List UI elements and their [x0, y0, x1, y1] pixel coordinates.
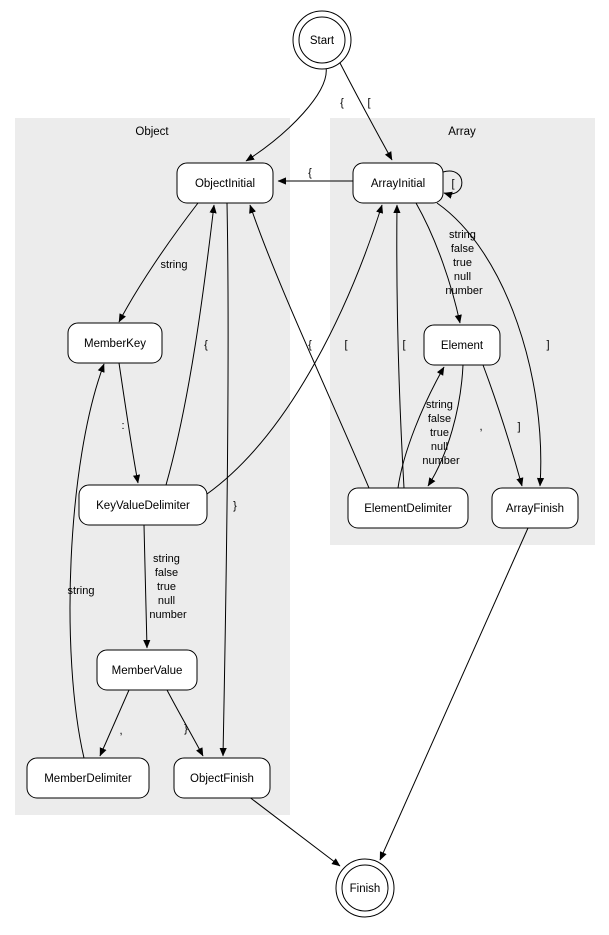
edge-element-to-arrayfinish: [482, 364, 524, 487]
edge-objectfinish-to-finish: [247, 795, 341, 867]
edge-label-arrayinitial-to-arrayfinish: ]: [546, 339, 549, 351]
cluster-object: [15, 118, 290, 815]
edge-elementdelimiter-to-objectinitial: [249, 204, 370, 489]
node-element: Element: [423, 324, 501, 366]
edge-label-arrayinitial-to-element: string false true null number: [445, 229, 483, 297]
edge-arrayinitial-self-loop: [442, 170, 463, 199]
edge-label-keyvaluedelimiter-to-objectinitial: {: [204, 339, 208, 351]
edge-label-arrayinitial-to-objectinitial: {: [308, 167, 312, 179]
node-membervalue: MemberValue: [96, 649, 198, 691]
node-arrayinitial: ArrayInitial: [352, 162, 444, 204]
node-objectfinish-label: ObjectFinish: [190, 773, 254, 785]
edge-arrayinitial-to-element: [415, 202, 462, 324]
edge-label-elementdelimiter-to-arrayinitial: [: [402, 339, 405, 351]
node-objectinitial-label: ObjectInitial: [195, 178, 255, 190]
node-memberdelimiter: MemberDelimiter: [26, 757, 150, 799]
edge-membervalue-to-memberdelimiter: [99, 689, 130, 757]
node-objectfinish: ObjectFinish: [173, 757, 271, 799]
edge-label-arrayinitial-self-loop: [: [451, 178, 454, 190]
node-keyvaluedelimiter-label: KeyValueDelimiter: [96, 500, 190, 512]
node-memberkey: MemberKey: [67, 322, 163, 364]
node-arrayfinish: ArrayFinish: [491, 487, 579, 529]
edge-start-to-objectinitial: [245, 66, 327, 162]
edge-label-keyvaluedelimiter-to-membervalue: string false true null number: [149, 553, 187, 621]
node-objectinitial: ObjectInitial: [176, 162, 274, 204]
edge-label-objectinitial-to-objectfinish: }: [233, 500, 237, 512]
edge-objectinitial-to-memberkey: [118, 202, 199, 323]
node-arrayfinish-label: ArrayFinish: [506, 503, 564, 515]
edge-label-start-to-objectinitial: {: [340, 97, 344, 109]
edge-keyvaluedelimiter-to-objectinitial: [165, 204, 217, 486]
node-memberkey-label: MemberKey: [84, 338, 146, 350]
node-finish: Finish: [335, 858, 395, 918]
node-keyvaluedelimiter: KeyValueDelimiter: [78, 484, 208, 526]
edge-label-keyvaluedelimiter-to-arrayinitial: [: [344, 339, 347, 351]
edge-label-membervalue-to-objectfinish: }: [184, 723, 188, 735]
node-element-label: Element: [441, 340, 484, 352]
edge-label-elementdelimiter-to-element: string false true null number: [422, 399, 460, 467]
edge-arrayinitial-to-arrayfinish: [436, 202, 545, 487]
node-elementdelimiter: ElementDelimiter: [347, 487, 469, 529]
edge-label-element-to-arrayfinish: ]: [517, 421, 520, 433]
edge-elementdelimiter-to-element: [397, 366, 445, 489]
edge-start-to-arrayinitial: [339, 62, 393, 161]
edge-label-start-to-arrayinitial: [: [367, 97, 370, 109]
edge-memberkey-to-keyvaluedelimiter: [118, 362, 141, 484]
edge-memberdelimiter-to-memberkey: [69, 363, 105, 759]
node-membervalue-label: MemberValue: [112, 665, 183, 677]
edge-label-memberkey-to-keyvaluedelimiter: :: [121, 420, 124, 432]
node-elementdelimiter-label: ElementDelimiter: [364, 503, 452, 515]
edge-label-element-to-elementdelimiter: ,: [479, 421, 482, 433]
node-finish-label: Finish: [350, 883, 381, 895]
edge-elementdelimiter-to-arrayinitial: [393, 204, 405, 489]
edge-membervalue-to-objectfinish: [166, 689, 204, 757]
cluster-array-label: Array: [448, 126, 476, 138]
edge-keyvaluedelimiter-to-membervalue: [143, 524, 151, 649]
edge-arrayfinish-to-finish: [379, 527, 529, 861]
edge-label-memberdelimiter-to-memberkey: string: [68, 585, 95, 597]
node-start: Start: [292, 10, 352, 70]
node-memberdelimiter-label: MemberDelimiter: [44, 773, 132, 785]
cluster-object-label: Object: [135, 126, 169, 138]
edge-keyvaluedelimiter-to-arrayinitial: [206, 204, 384, 495]
edge-label-objectinitial-to-memberkey: string: [161, 259, 188, 271]
node-arrayinitial-label: ArrayInitial: [371, 178, 425, 190]
node-start-label: Start: [310, 35, 335, 47]
edge-label-elementdelimiter-to-objectinitial: {: [308, 339, 312, 351]
edge-objectinitial-to-objectfinish: [219, 202, 229, 757]
edge-label-membervalue-to-memberdelimiter: ,: [119, 725, 122, 737]
edge-element-to-elementdelimiter: [427, 364, 464, 487]
